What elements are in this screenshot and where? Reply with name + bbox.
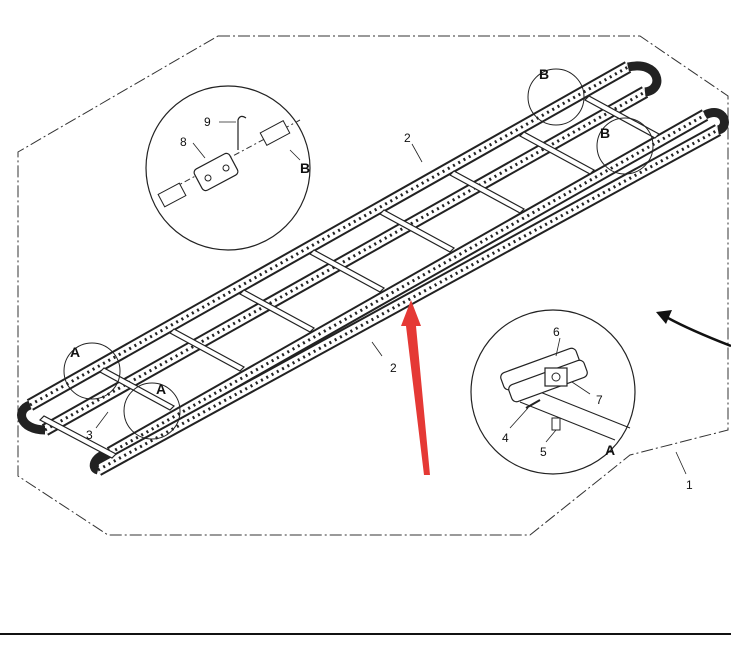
detail-a-view	[470, 309, 636, 475]
callout-8: 8	[180, 135, 187, 149]
leader-lines	[95, 143, 687, 475]
detail-label-b-2: B	[600, 125, 610, 141]
assembly-boundary	[17, 35, 729, 536]
callout-1: 1	[686, 478, 693, 492]
callout-6: 6	[553, 325, 560, 339]
detail-b-view	[145, 85, 311, 251]
callout-4: 4	[502, 431, 509, 445]
callout-9: 9	[204, 115, 211, 129]
callout-2-bottom: 2	[390, 361, 397, 375]
detail-label-a-circle: A	[605, 442, 615, 458]
detail-label-b-1: B	[539, 66, 549, 82]
callout-5: 5	[540, 445, 547, 459]
pointer-arrow-icon	[401, 300, 430, 475]
slat-group	[39, 95, 660, 459]
detail-label-a-2: A	[156, 381, 166, 397]
callout-2-top: 2	[404, 131, 411, 145]
detail-a-marker-1	[63, 342, 121, 400]
detail-a-marker-2	[123, 382, 181, 440]
detail-label-a-1: A	[70, 344, 80, 360]
detail-label-b-circle: B	[300, 160, 310, 176]
detail-b-marker-1	[527, 68, 585, 126]
callout-7: 7	[596, 393, 603, 407]
chain-strand-inner	[89, 108, 729, 476]
rotation-arrow-icon	[656, 310, 731, 348]
callout-3: 3	[86, 428, 93, 442]
bottom-rule	[0, 633, 731, 635]
detail-b-marker-2	[596, 117, 654, 175]
